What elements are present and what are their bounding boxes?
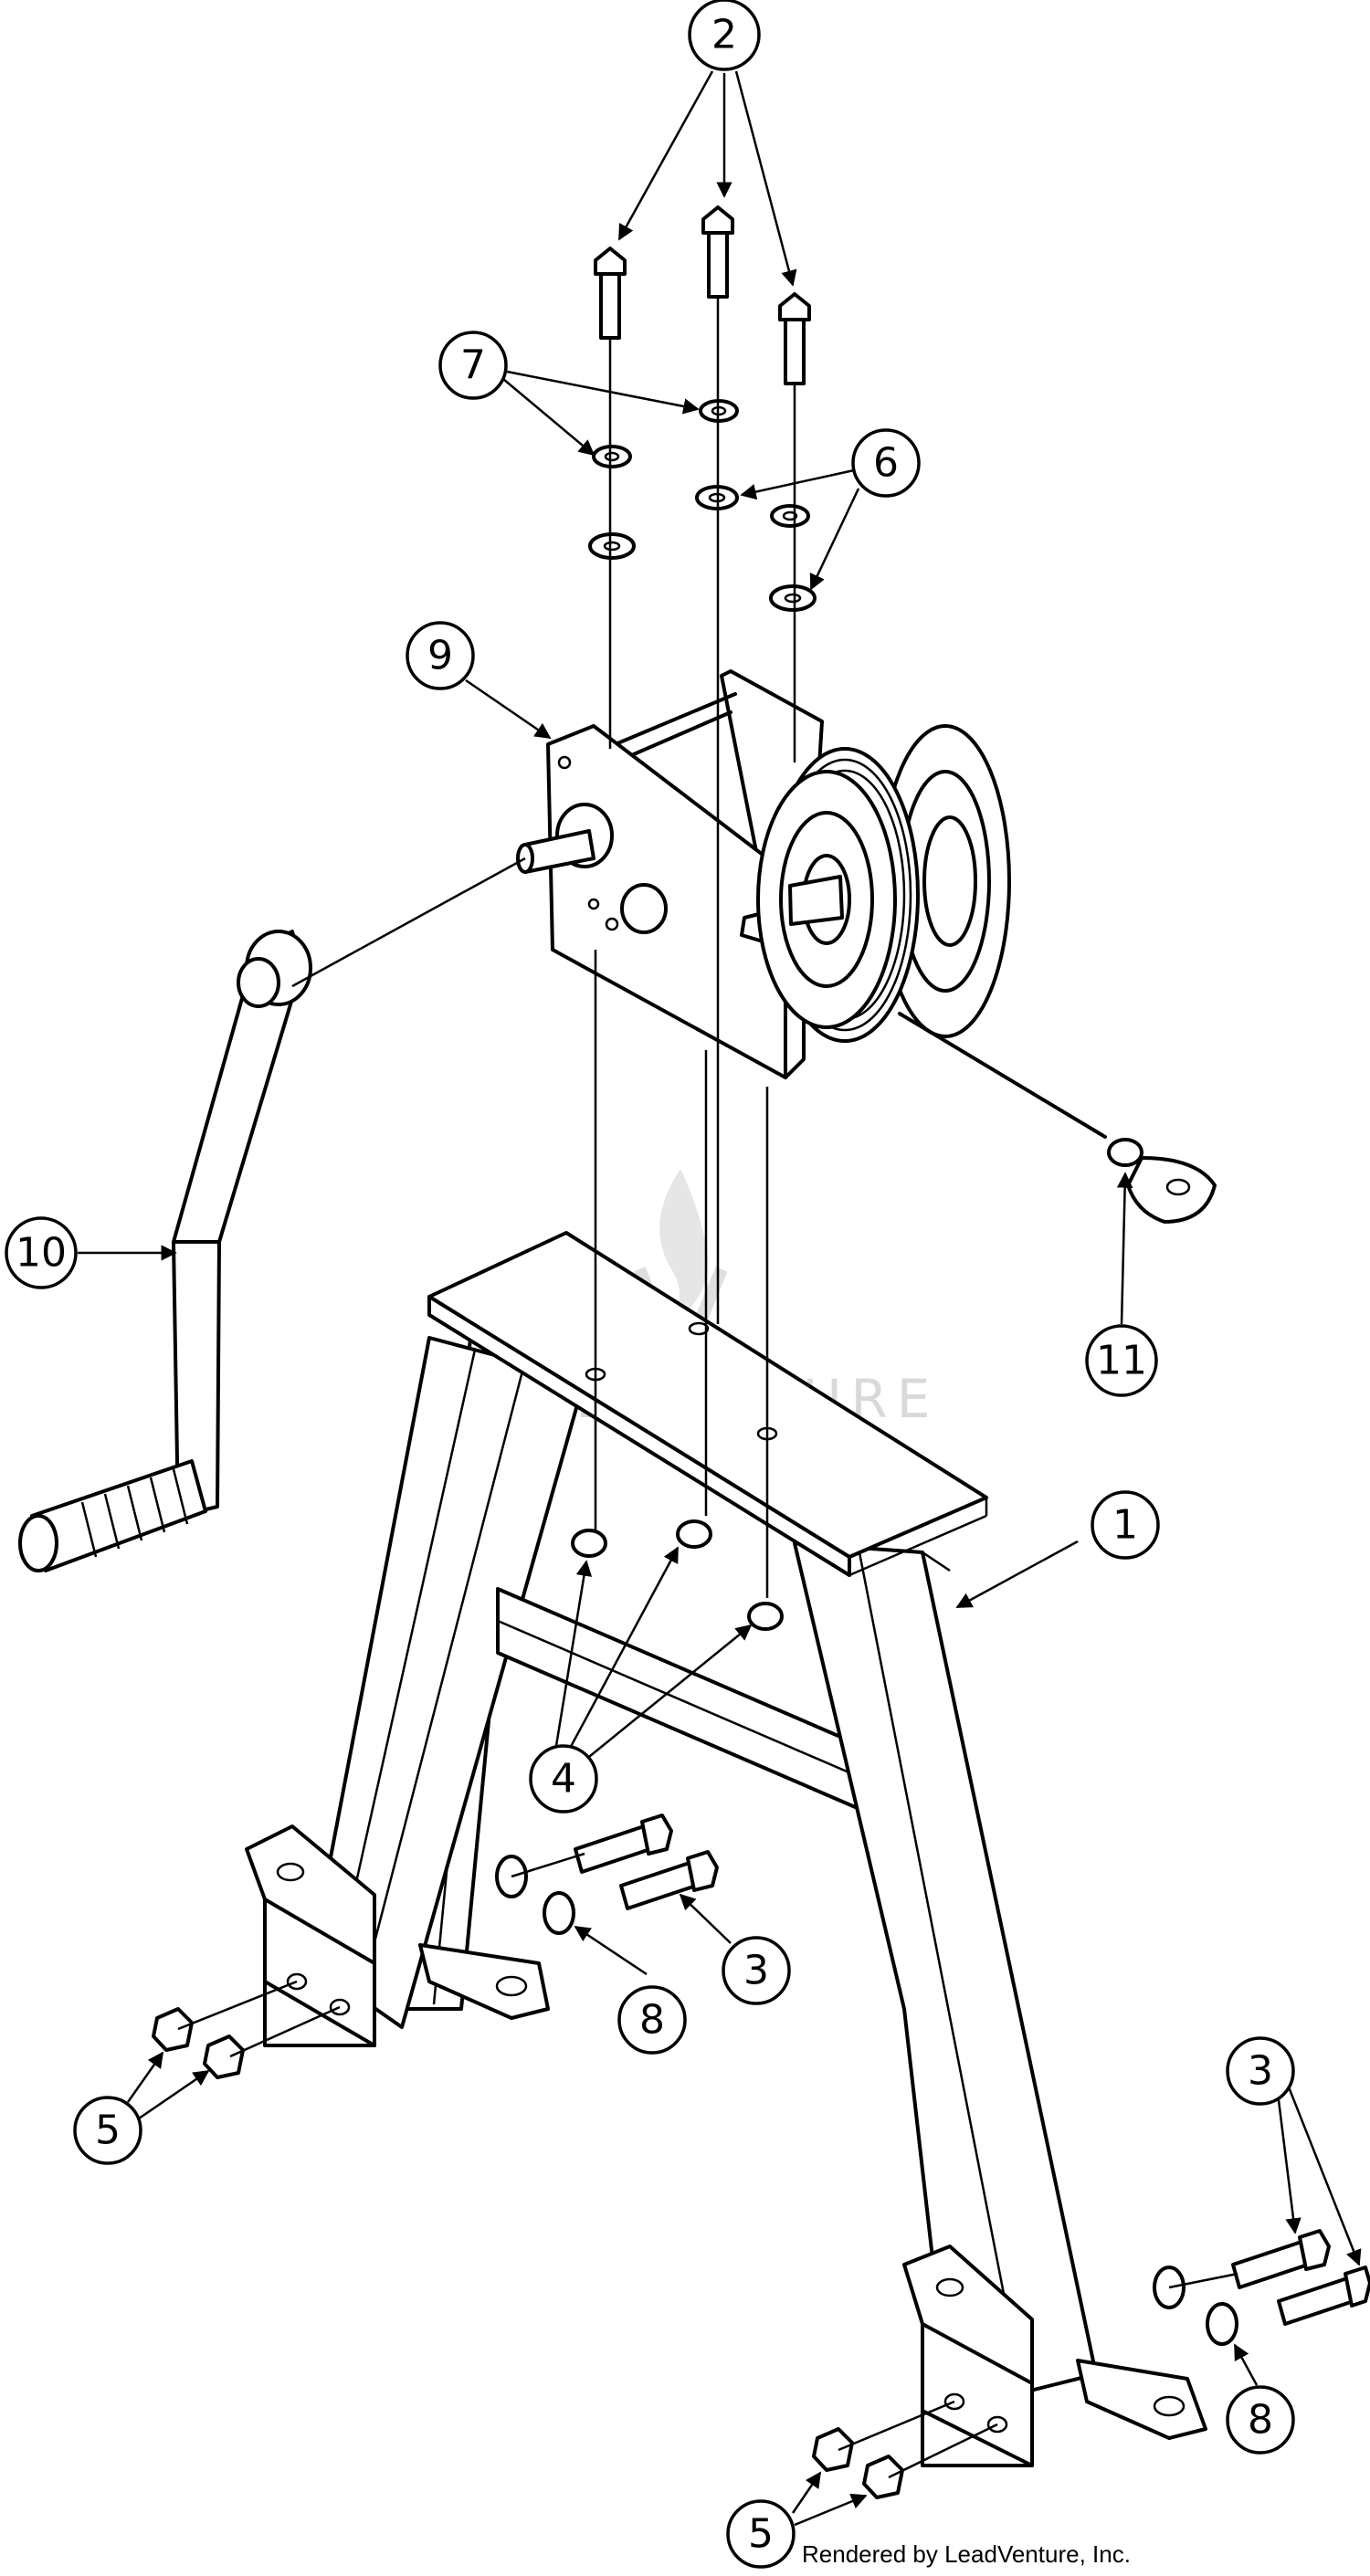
assembly-guide-lines [291,297,796,1598]
svg-text:10: 10 [16,1230,67,1277]
callout-11: 11 [1085,1324,1158,1397]
underside-nuts [571,1519,784,1631]
svg-text:5: 5 [95,2108,121,2154]
callout-8-right: 8 [1226,2385,1295,2455]
leader-lines [78,70,1362,2527]
callout-10: 10 [5,1216,78,1289]
winch-assembly [516,669,1217,1224]
callout-3-left: 3 [722,1936,791,2005]
svg-text:4: 4 [551,1756,576,1803]
callout-8-left: 8 [617,1985,687,2055]
top-washers [588,399,817,612]
callout-9: 9 [406,621,475,690]
svg-text:5: 5 [748,2511,774,2558]
svg-text:11: 11 [1096,1338,1147,1384]
callout-6: 6 [851,428,921,498]
right-mounting-hardware [812,2229,1370,2499]
render-credit: Rendered by LeadVenture, Inc. [802,2540,1131,2568]
svg-text:9: 9 [427,633,453,679]
callout-4: 4 [529,1744,598,1814]
callout-5-left: 5 [73,2096,142,2165]
svg-text:3: 3 [743,1948,769,1994]
stand-frame [245,1231,1207,2467]
callout-3-right: 3 [1226,2036,1295,2106]
top-bolts [594,205,811,385]
svg-text:2: 2 [711,12,737,58]
svg-text:6: 6 [873,440,899,487]
left-mounting-hardware [152,1814,719,2079]
crank-handle [18,930,312,1572]
svg-text:7: 7 [460,342,486,389]
callout-5-right: 5 [726,2499,796,2569]
callout-2: 2 [688,0,761,71]
svg-text:1: 1 [1112,1502,1138,1549]
svg-text:8: 8 [1248,2397,1273,2444]
svg-text:8: 8 [639,1997,665,2044]
callout-7: 7 [438,331,508,400]
callout-1: 1 [1091,1490,1160,1560]
svg-text:3: 3 [1248,2048,1273,2095]
